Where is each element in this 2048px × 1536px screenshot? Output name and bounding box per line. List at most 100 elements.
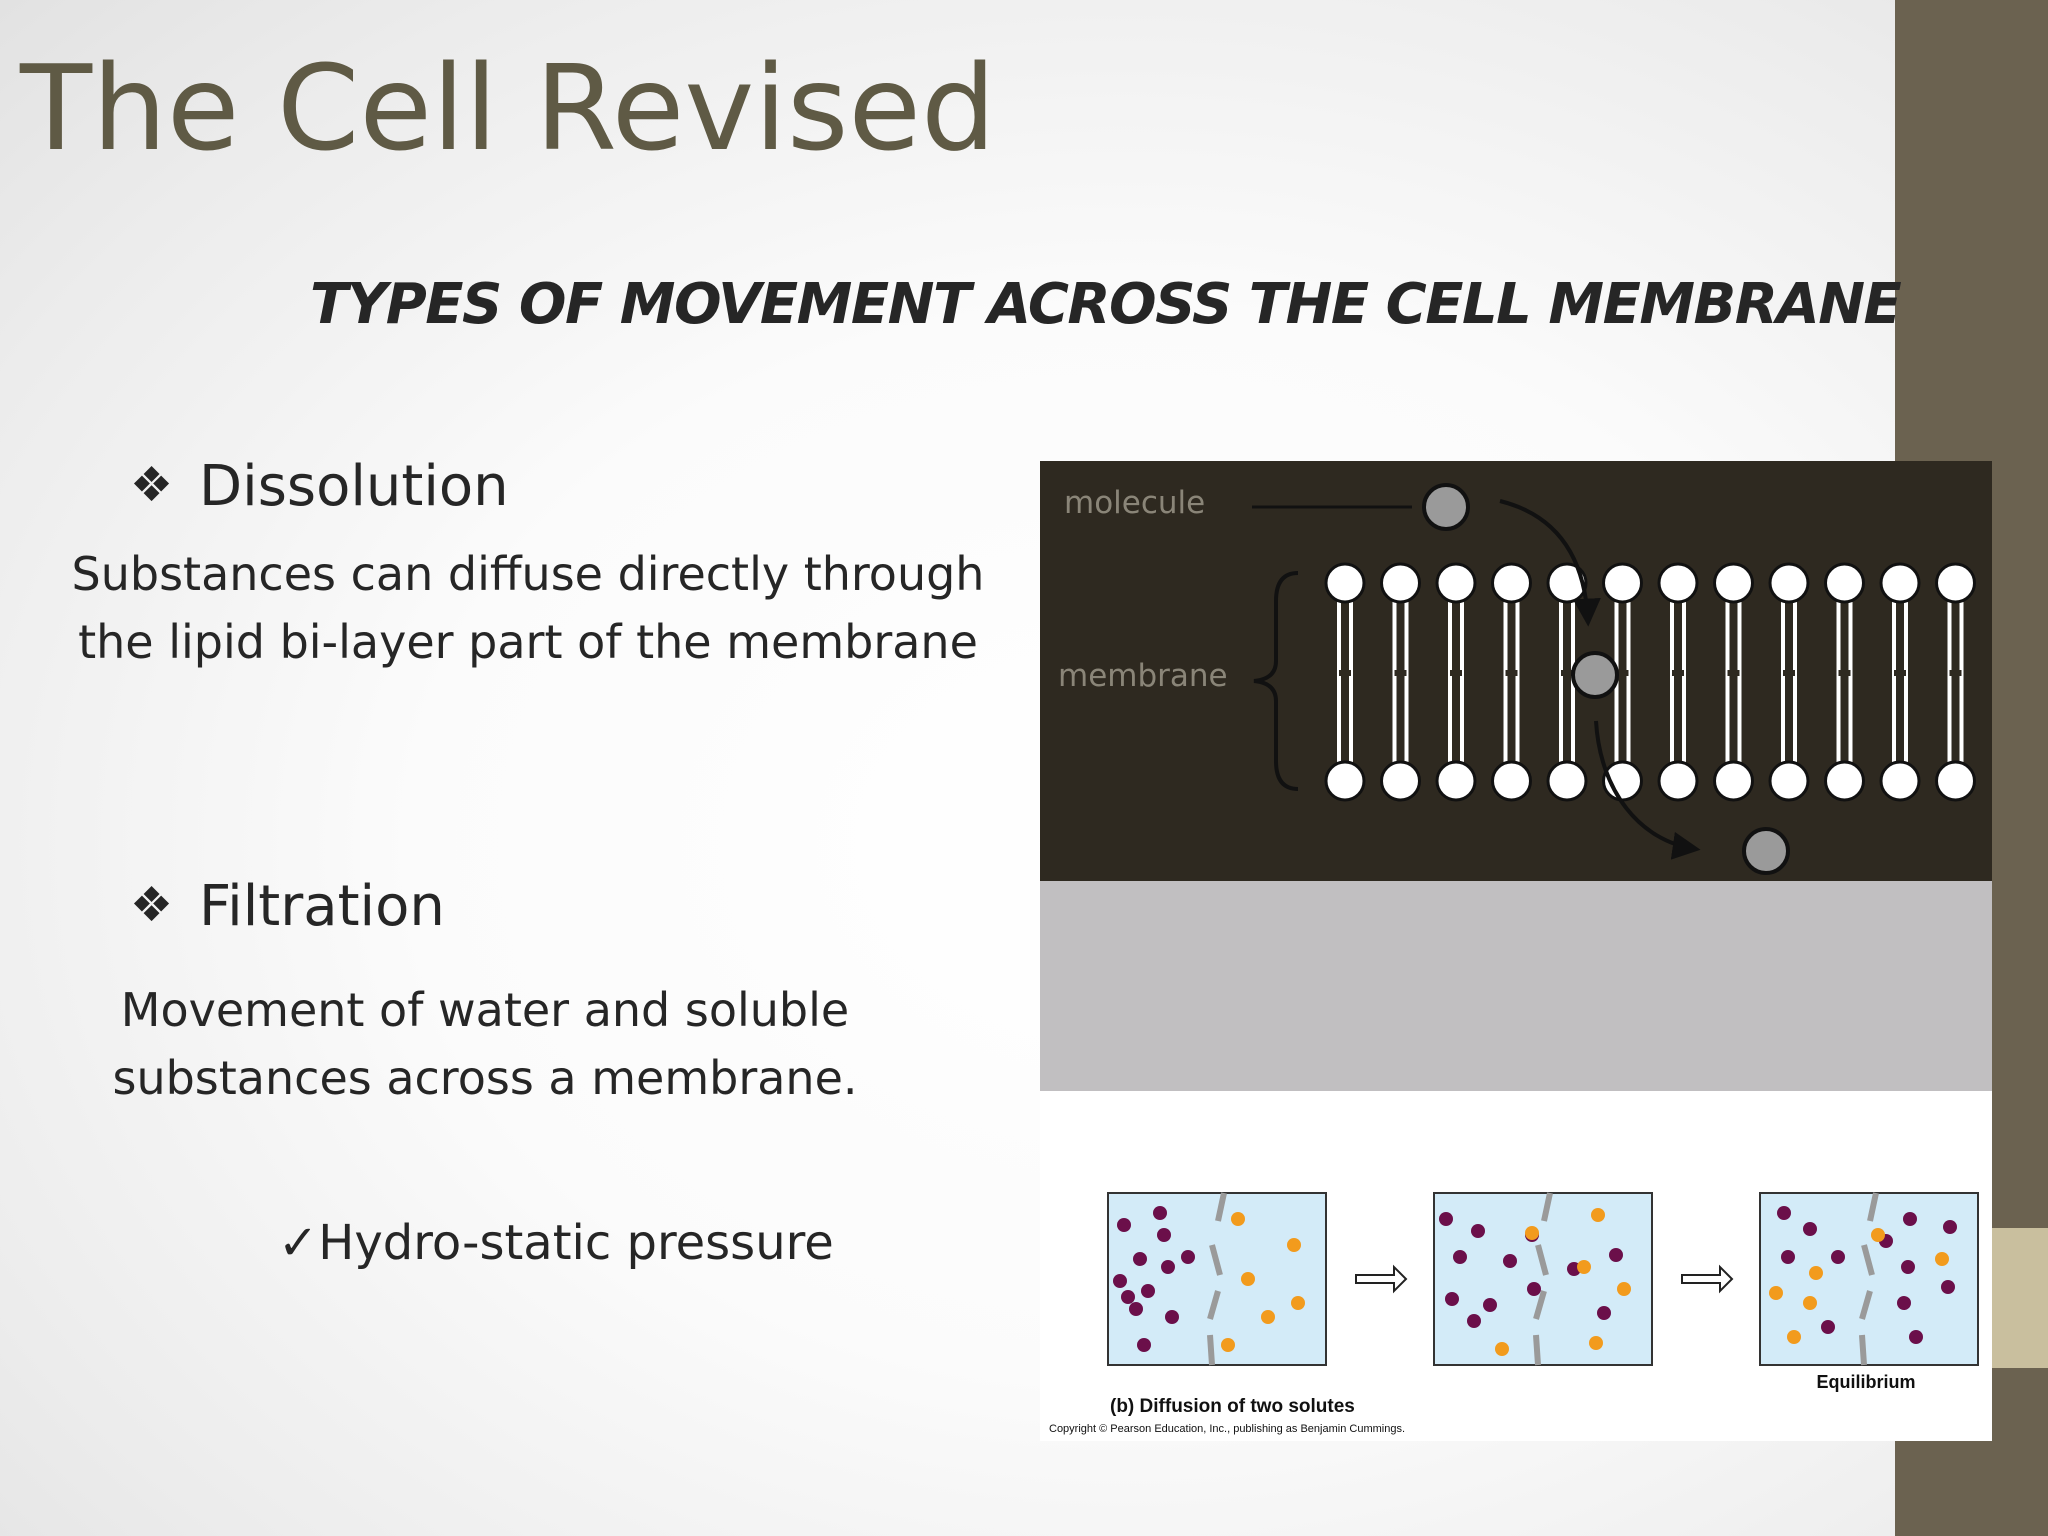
molecule-outside	[1422, 483, 1470, 531]
solute-b-particle	[1809, 1266, 1823, 1280]
copyright-notice: Copyright © Pearson Education, Inc., pub…	[1049, 1423, 1405, 1435]
solute-a-particle	[1831, 1250, 1845, 1264]
bullet-heading: Filtration	[199, 874, 445, 939]
filtration-description: Movement of water and soluble substances…	[70, 976, 900, 1112]
lipid-head-bottom	[1491, 760, 1532, 802]
solute-b-particle	[1577, 1260, 1591, 1274]
solute-b-particle	[1787, 1330, 1801, 1344]
solute-b-particle	[1261, 1310, 1275, 1324]
solute-a-particle	[1941, 1280, 1955, 1294]
solute-a-particle	[1471, 1224, 1485, 1238]
solute-a-particle	[1439, 1212, 1453, 1226]
sub-bullet-text: Hydro-static pressure	[318, 1215, 834, 1271]
lipid-head-bottom	[1935, 760, 1976, 802]
solute-a-particle	[1609, 1248, 1623, 1262]
lipid-head-top	[1879, 562, 1921, 604]
lipid-head-top	[1768, 562, 1810, 604]
figure-canvas: molecule membrane Equilibrium (b) Diffus…	[1040, 461, 1992, 1441]
solute-b-particle	[1221, 1338, 1235, 1352]
text-line: the lipid bi-layer part of the membrane	[78, 615, 978, 669]
text-line: Movement of water and soluble	[120, 983, 850, 1037]
solute-b-particle	[1769, 1286, 1783, 1300]
bullet-heading: Dissolution	[199, 454, 509, 519]
side-accent-block	[1990, 1228, 2048, 1368]
lipid-head-top	[1657, 562, 1699, 604]
solute-a-particle	[1165, 1310, 1179, 1324]
bullet-dissolution: ❖ Dissolution	[130, 450, 509, 522]
lipid-head-bottom	[1435, 760, 1477, 802]
lipid-head-bottom	[1380, 760, 1421, 802]
permeable-membrane	[1533, 1192, 1553, 1366]
solute-b-particle	[1495, 1342, 1509, 1356]
lipid-head-top	[1380, 562, 1421, 604]
transition-arrow-icon	[1355, 1264, 1408, 1294]
solute-a-particle	[1903, 1212, 1917, 1226]
lipid-head-top	[1602, 562, 1643, 604]
diffusion-of-two-solutes	[1107, 1192, 1979, 1366]
solute-a-particle	[1503, 1254, 1517, 1268]
solute-b-particle	[1525, 1226, 1539, 1240]
solute-a-particle	[1161, 1260, 1175, 1274]
bullet-filtration: ❖Filtration	[130, 870, 445, 942]
solute-a-particle	[1153, 1206, 1167, 1220]
checkmark-icon: ✓	[278, 1215, 319, 1271]
solute-a-particle	[1901, 1260, 1915, 1274]
arrow-into-membrane	[1499, 499, 1601, 627]
solute-b-particle	[1241, 1272, 1255, 1286]
solute-a-particle	[1445, 1292, 1459, 1306]
solute-a-particle	[1121, 1290, 1135, 1304]
solute-b-particle	[1589, 1336, 1603, 1350]
lipid-head-bottom	[1768, 760, 1810, 802]
lipid-head-top	[1491, 562, 1532, 604]
solute-a-particle	[1943, 1220, 1957, 1234]
diffusion-box	[1107, 1192, 1327, 1366]
lipid-head-bottom	[1713, 760, 1754, 802]
solute-a-particle	[1897, 1296, 1911, 1310]
solute-a-particle	[1597, 1306, 1611, 1320]
diffusion-caption: (b) Diffusion of two solutes	[1110, 1396, 1355, 1417]
solute-b-particle	[1871, 1228, 1885, 1242]
lipid-head-bottom	[1324, 760, 1366, 802]
diamond-bullet-icon: ❖	[130, 457, 174, 513]
lipid-head-bottom	[1546, 760, 1588, 802]
text-line: substances across a membrane.	[112, 1051, 858, 1105]
solute-a-particle	[1137, 1338, 1151, 1352]
solute-a-particle	[1129, 1302, 1143, 1316]
solute-a-particle	[1113, 1274, 1127, 1288]
solute-a-particle	[1181, 1250, 1195, 1264]
lipid-head-bottom	[1879, 760, 1921, 802]
gray-panel	[1040, 881, 1992, 1091]
membrane-bracket	[1253, 571, 1299, 791]
solute-a-particle	[1133, 1252, 1147, 1266]
solute-a-particle	[1821, 1320, 1835, 1334]
arrow-out-of-membrane	[1594, 720, 1701, 860]
lipid-bilayer	[1324, 562, 1976, 802]
solute-a-particle	[1157, 1228, 1171, 1242]
lipid-head-bottom	[1824, 760, 1865, 802]
lipid-head-bottom	[1657, 760, 1699, 802]
solute-b-particle	[1287, 1238, 1301, 1252]
solute-a-particle	[1141, 1284, 1155, 1298]
solute-a-particle	[1453, 1250, 1467, 1264]
solute-b-particle	[1617, 1282, 1631, 1296]
lipid-head-top	[1935, 562, 1976, 604]
lipid-head-top	[1824, 562, 1865, 604]
solute-b-particle	[1803, 1296, 1817, 1310]
membrane-label: membrane	[1058, 658, 1228, 694]
dissolution-description: Substances can diffuse directly through …	[70, 540, 986, 676]
transition-arrow-icon	[1681, 1264, 1734, 1294]
permeable-membrane	[1859, 1192, 1879, 1366]
lipid-head-top	[1713, 562, 1754, 604]
lipid-head-top	[1435, 562, 1477, 604]
text-line: Substances can diffuse directly through	[71, 547, 985, 601]
slide-subtitle: TYPES OF MOVEMENT ACROSS THE CELL MEMBRA…	[310, 272, 1902, 337]
diffusion-box	[1433, 1192, 1653, 1366]
lipid-head-top	[1546, 562, 1588, 604]
membrane-figure: molecule membrane Equilibrium (b) Diffus…	[1040, 461, 1992, 1441]
solute-b-particle	[1935, 1252, 1949, 1266]
solute-a-particle	[1781, 1250, 1795, 1264]
molecule-label: molecule	[1064, 485, 1205, 521]
solute-a-particle	[1803, 1222, 1817, 1236]
solute-a-particle	[1527, 1282, 1541, 1296]
solute-a-particle	[1777, 1206, 1791, 1220]
